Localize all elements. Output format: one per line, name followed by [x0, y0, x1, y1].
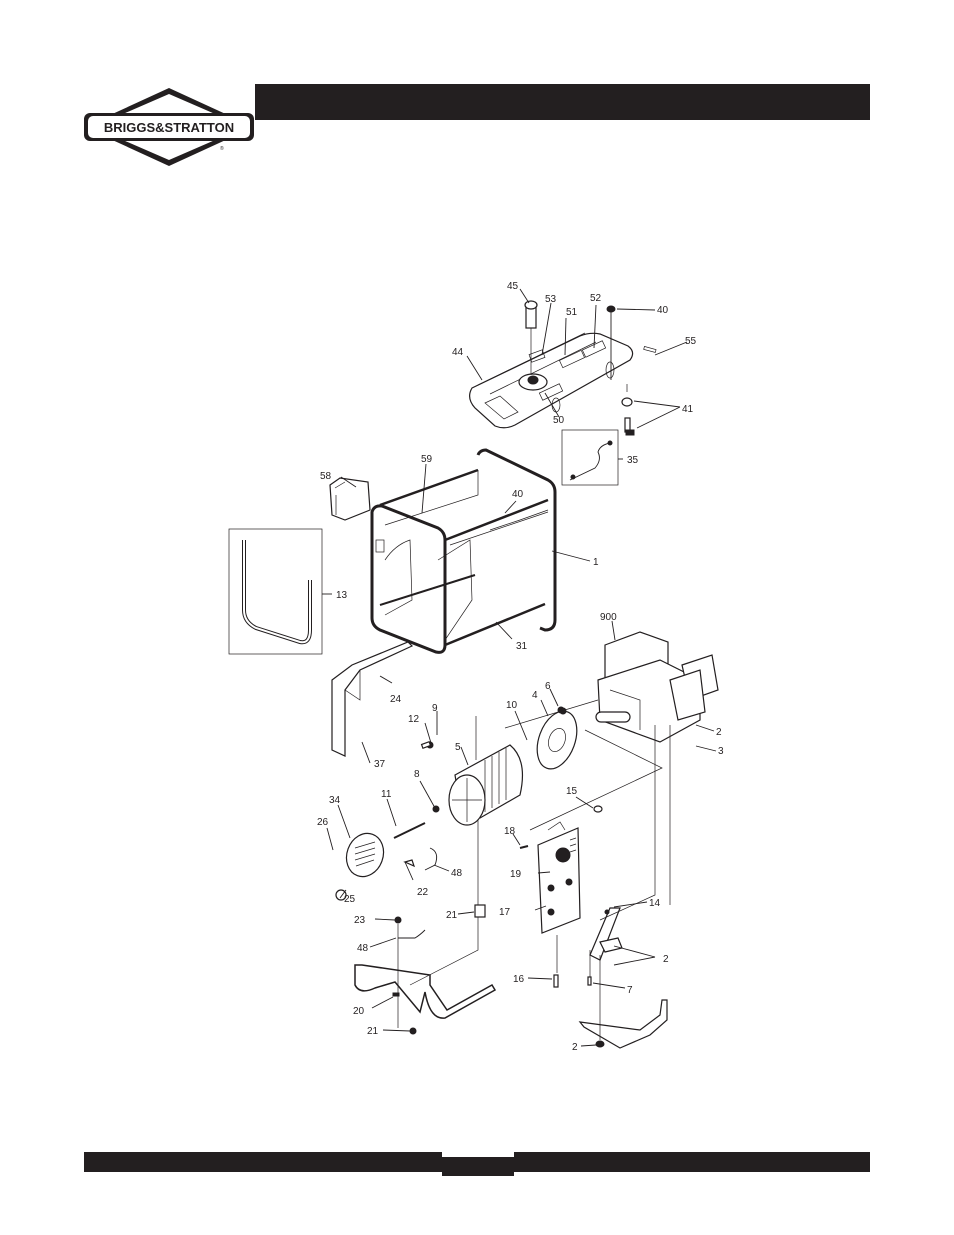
blower-housing	[331, 641, 414, 757]
fuel-valve	[621, 384, 635, 436]
callout-6: 6	[545, 681, 551, 692]
fuel-cap	[524, 300, 538, 375]
callout-24: 24	[390, 694, 402, 705]
left-foot-bracket	[354, 964, 497, 1019]
rear-bearing-carrier	[335, 832, 385, 901]
callout-12: 12	[408, 714, 420, 725]
callout-31: 31	[516, 641, 528, 652]
callout-51: 51	[566, 307, 578, 318]
footer-tab-notch	[442, 1152, 514, 1157]
front-endshield	[536, 706, 578, 770]
callout-8: 8	[414, 769, 420, 780]
callout-23: 23	[354, 915, 366, 926]
callout-5: 5	[455, 742, 461, 753]
callout-14: 14	[649, 898, 661, 909]
leader-lines	[322, 288, 717, 1047]
logo-text: BRIGGS&STRATTON	[104, 120, 234, 135]
callout-3: 3	[718, 746, 724, 757]
callout-44: 44	[452, 347, 464, 358]
callout-11: 11	[381, 789, 392, 800]
callout-7: 7	[627, 985, 633, 996]
registered-mark: ®	[220, 145, 224, 152]
callout-10: 10	[506, 700, 518, 711]
header-bar	[255, 84, 870, 120]
callout-22: 22	[417, 887, 429, 898]
callout-48: 48	[451, 868, 463, 879]
callout-2: 2	[716, 727, 722, 738]
right-foot-bracket	[578, 999, 668, 1049]
callout-48: 48	[357, 943, 369, 954]
frame	[370, 448, 557, 654]
callout-55: 55	[685, 336, 697, 347]
callout-13: 13	[336, 590, 348, 601]
callout-1: 1	[593, 557, 599, 568]
callout-50: 50	[553, 415, 565, 426]
callout-58: 58	[320, 471, 332, 482]
callout-35: 35	[627, 455, 639, 466]
callout-45: 45	[507, 281, 519, 292]
callout-18: 18	[504, 826, 516, 837]
callout-52: 52	[590, 293, 602, 304]
handle-kit	[228, 528, 323, 655]
callout-37: 37	[374, 759, 386, 770]
fuel-tank	[469, 332, 634, 429]
callout-41: 41	[682, 404, 694, 415]
panel-cover	[329, 477, 371, 521]
callout-53: 53	[545, 294, 557, 305]
callout-2: 2	[572, 1042, 578, 1053]
muffler-bracket	[589, 907, 621, 961]
callout-16: 16	[513, 974, 525, 985]
callout-40: 40	[657, 305, 669, 316]
callout-59: 59	[421, 454, 433, 465]
callout-labels: 45 53 52 40 51 55 44 50 41 35 58 59 40 1…	[317, 281, 724, 1053]
callout-17: 17	[499, 907, 511, 918]
callout-34: 34	[329, 795, 341, 806]
engine	[595, 631, 719, 743]
callout-2: 2	[663, 954, 669, 965]
callout-21: 21	[367, 1026, 379, 1037]
callout-26: 26	[317, 817, 329, 828]
callout-4: 4	[532, 690, 538, 701]
callout-15: 15	[566, 786, 578, 797]
muffler	[537, 821, 581, 934]
callout-19: 19	[510, 869, 522, 880]
callout-21: 21	[446, 910, 458, 921]
callout-40: 40	[512, 489, 524, 500]
callout-20: 20	[353, 1006, 365, 1017]
stator-assembly	[448, 744, 523, 826]
briggs-stratton-logo: BRIGGS&STRATTON ®	[84, 88, 254, 166]
callout-9: 9	[432, 703, 438, 714]
fuel-line-kit	[561, 429, 619, 486]
tank-bolt	[606, 305, 616, 380]
callout-900: 900	[600, 612, 617, 623]
callout-25: 25	[344, 894, 356, 905]
